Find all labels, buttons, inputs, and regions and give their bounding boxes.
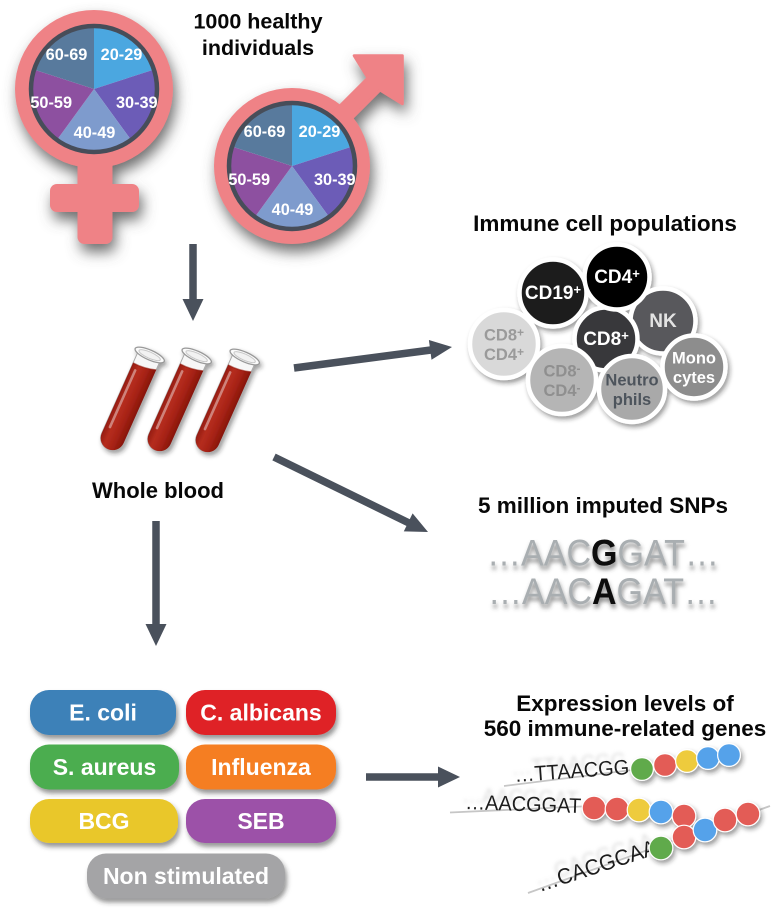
svg-text:NK: NK	[649, 311, 677, 332]
svg-text:Mono: Mono	[672, 350, 716, 368]
svg-text:Neutro: Neutro	[605, 372, 658, 390]
svg-text:CD19+: CD19+	[525, 282, 582, 304]
svg-text:individuals: individuals	[202, 36, 314, 60]
svg-text:…AACGGAT: …AACGGAT	[465, 791, 582, 819]
svg-text:CD4-: CD4-	[543, 381, 580, 400]
svg-text:BCG: BCG	[78, 808, 129, 834]
svg-text:SEB: SEB	[237, 808, 284, 834]
svg-text:CD4+: CD4+	[594, 266, 640, 288]
svg-text:560 immune-related genes: 560 immune-related genes	[484, 716, 767, 741]
svg-text:Whole blood: Whole blood	[92, 478, 224, 503]
svg-text:Non stimulated: Non stimulated	[103, 863, 269, 889]
svg-text:…AACAGAT…: …AACAGAT…	[488, 571, 718, 613]
svg-text:phils: phils	[613, 391, 652, 409]
svg-text:5 million imputed SNPs: 5 million imputed SNPs	[478, 493, 728, 518]
svg-text:cytes: cytes	[673, 369, 715, 387]
svg-text:CD8+: CD8+	[583, 328, 629, 350]
svg-text:CD8-: CD8-	[543, 362, 580, 381]
svg-text:Immune cell populations: Immune cell populations	[473, 211, 737, 236]
svg-text:CD8+: CD8+	[484, 326, 524, 345]
svg-text:Expression levels of: Expression levels of	[516, 691, 734, 716]
svg-text:1000 healthy: 1000 healthy	[193, 10, 322, 34]
svg-text:Influenza: Influenza	[211, 754, 311, 780]
svg-text:E. coli: E. coli	[69, 700, 137, 726]
svg-text:C. albicans: C. albicans	[200, 700, 321, 726]
svg-text:CD4+: CD4+	[484, 345, 524, 364]
svg-text:S. aureus: S. aureus	[53, 754, 157, 780]
svg-text:…AACGGAT…: …AACGGAT…	[487, 532, 719, 574]
